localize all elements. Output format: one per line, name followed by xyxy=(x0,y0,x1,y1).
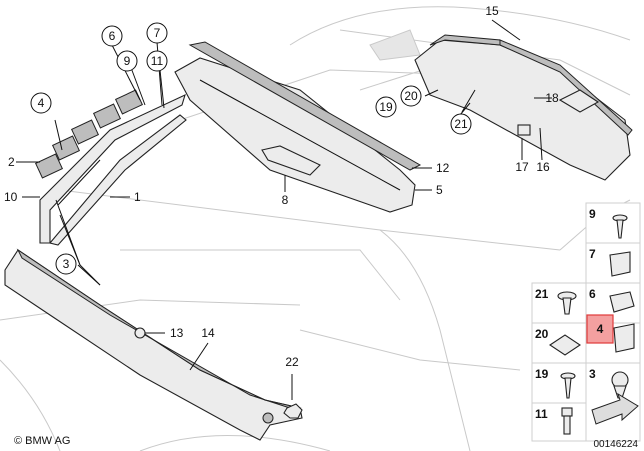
callout-10: 10 xyxy=(4,190,18,204)
callout-2: 2 xyxy=(8,155,15,169)
callout-3: 3 xyxy=(63,257,70,271)
callout-circle-3 xyxy=(55,253,77,275)
legend-num-21: 21 xyxy=(535,287,549,301)
roof-frame-trim xyxy=(174,41,422,213)
callout-4: 4 xyxy=(38,96,45,110)
callout-circle-11 xyxy=(146,50,168,72)
callouts: 6 7 9 11 4 2 10 1 3 12 5 8 13 14 22 15 2… xyxy=(4,4,559,369)
socket-screw-icon xyxy=(561,407,573,435)
callout-12: 12 xyxy=(436,161,450,175)
legend-num-7: 7 xyxy=(589,247,596,261)
callout-circle-21 xyxy=(450,113,472,135)
diagram-id: 00146224 xyxy=(594,439,639,450)
callout-11: 11 xyxy=(151,54,164,68)
callout-9: 9 xyxy=(124,54,131,68)
callout-14: 14 xyxy=(201,326,215,340)
expansion-rivet-icon xyxy=(557,291,577,315)
callout-18: 18 xyxy=(545,91,559,105)
hardware-parts xyxy=(134,327,303,419)
callout-16: 16 xyxy=(536,160,550,174)
clip-nut-icon xyxy=(609,251,631,277)
a-pillar-trim xyxy=(39,93,187,246)
callout-17: 17 xyxy=(515,160,529,174)
spring-nut-icon xyxy=(609,291,635,313)
screw-icon xyxy=(612,214,628,239)
legend-num-19: 19 xyxy=(535,367,549,381)
parts-legend: 9 7 21 6 20 4 19 xyxy=(531,202,641,442)
clip-strip xyxy=(34,89,144,179)
cowl-panel xyxy=(4,248,303,441)
bolt-icon xyxy=(560,372,576,399)
callout-8: 8 xyxy=(282,193,289,207)
callout-circle-7 xyxy=(146,22,168,44)
legend-num-20: 20 xyxy=(535,327,549,341)
callout-1: 1 xyxy=(134,190,141,204)
callout-22: 22 xyxy=(285,355,299,369)
callout-19: 19 xyxy=(379,100,393,114)
arrow-icon xyxy=(591,392,639,425)
legend-num-6: 6 xyxy=(589,287,596,301)
callout-circle-9 xyxy=(116,50,138,72)
callout-circle-19 xyxy=(375,96,397,118)
callout-7: 7 xyxy=(154,26,161,40)
callout-5: 5 xyxy=(436,183,443,197)
callout-6: 6 xyxy=(109,29,116,43)
callout-15: 15 xyxy=(485,4,499,18)
sheet-nut-icon xyxy=(549,334,581,356)
callout-21: 21 xyxy=(454,117,468,131)
callout-20: 20 xyxy=(404,89,418,103)
interior-light xyxy=(261,145,321,176)
clip-icon xyxy=(613,323,635,353)
rear-section xyxy=(414,34,633,181)
callout-circle-20 xyxy=(400,85,422,107)
legend-num-4: 4 xyxy=(597,322,604,336)
legend-num-9: 9 xyxy=(589,207,596,221)
callout-circle-4 xyxy=(30,92,52,114)
legend-num-3: 3 xyxy=(589,367,596,381)
callout-circle-6 xyxy=(101,25,123,47)
brand-copyright: © BMW AG xyxy=(14,435,70,447)
callout-13: 13 xyxy=(170,326,184,340)
legend-num-11: 11 xyxy=(535,407,548,421)
legend-highlight-4[interactable] xyxy=(586,314,614,344)
